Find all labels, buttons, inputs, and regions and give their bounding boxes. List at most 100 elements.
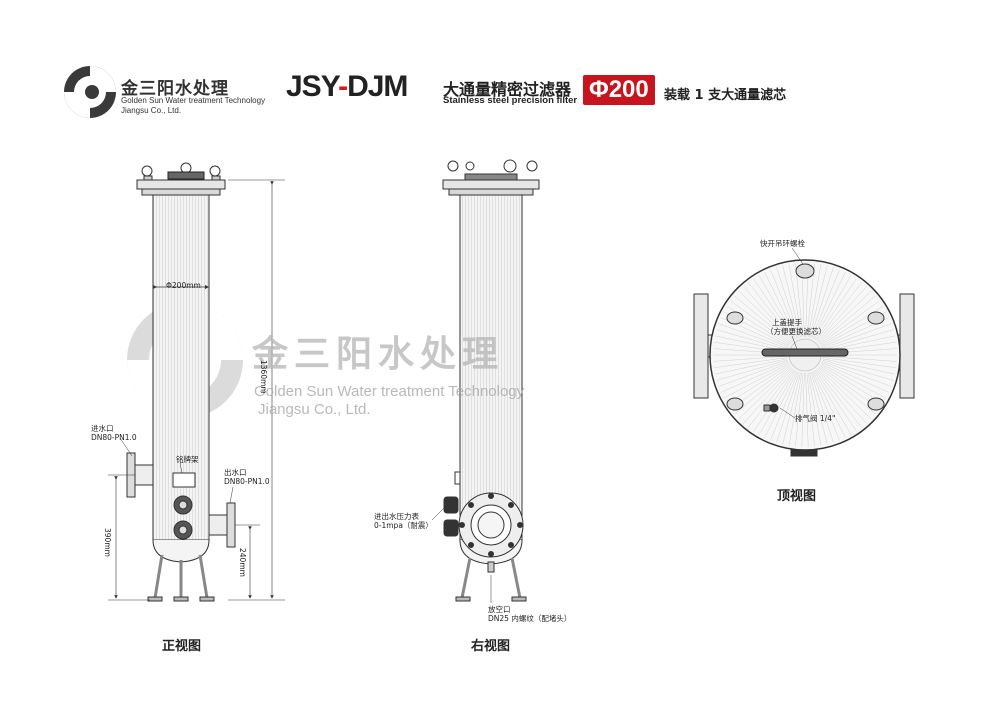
lid-spoke <box>782 372 801 445</box>
lid-spoke <box>809 372 828 445</box>
drain-label: 放空口 <box>488 605 511 614</box>
gauge-spec: 0-1mpa（耐震） <box>374 521 433 530</box>
drain-spec: DN25 内螺纹（配堵头） <box>488 614 572 623</box>
lid-spoke <box>815 282 862 341</box>
lid-spoke <box>730 300 791 345</box>
lid-spoke <box>820 364 884 404</box>
lid-spoke <box>738 367 793 420</box>
lid-spoke <box>806 263 815 338</box>
lid-spoke <box>713 357 788 369</box>
outlet-height-label: 240mm <box>238 548 247 577</box>
lid-spoke <box>820 363 887 399</box>
logo-name-en-2: Jiangsu Co., Ltd. <box>121 106 182 115</box>
lid-spoke <box>753 278 796 341</box>
lid-spoke <box>821 323 892 350</box>
lid-spoke <box>718 360 789 387</box>
lid-spoke <box>810 372 834 443</box>
model-part-2: DJM <box>347 70 408 103</box>
lid-spoke <box>738 290 793 343</box>
lid-spoke <box>770 269 799 339</box>
lid-spoke <box>817 367 872 420</box>
lid-spoke <box>782 265 801 338</box>
top-view-caption: 顶视图 <box>777 489 817 504</box>
lid-spoke <box>770 371 799 441</box>
nameplate-label: 铭牌架 <box>176 455 199 464</box>
lid-spoke <box>815 369 862 428</box>
product-name-en: Stainless steel precision filter <box>443 95 578 106</box>
lid-spoke <box>748 282 795 341</box>
lid-spoke <box>753 369 796 432</box>
lid-spoke <box>822 359 894 381</box>
lid-spoke <box>807 264 822 338</box>
lid-spoke <box>814 278 857 341</box>
outlet-spec: DN80-PN1.0 <box>224 477 270 486</box>
lid-spoke <box>817 290 872 343</box>
lid-spoke <box>818 366 876 415</box>
logo-mark-icon <box>64 66 116 118</box>
lid-spoke <box>818 295 876 344</box>
lid-spoke <box>811 269 840 339</box>
front-view-drawing <box>108 162 285 602</box>
inlet-height-label: 390mm <box>103 528 112 557</box>
right-view-caption: 右视图 <box>471 639 511 654</box>
lid-spoke <box>807 372 822 446</box>
lid-spoke <box>716 359 788 381</box>
lid-spoke <box>811 371 840 441</box>
lid-spoke <box>726 364 790 404</box>
lid-spoke <box>720 362 789 393</box>
lid-spoke <box>821 360 892 387</box>
lid-spoke <box>748 369 795 428</box>
lid-spoke <box>809 265 828 338</box>
gauge-label: 进出水压力表 <box>374 512 419 521</box>
lid-spoke <box>816 368 867 424</box>
lid-spoke <box>758 370 797 435</box>
product-name-cn: 大通量精密过滤器 <box>443 80 572 99</box>
lid-spoke <box>776 372 800 443</box>
lid-spoke <box>795 263 804 338</box>
watermark-cn: 金三阳水处理 <box>252 334 505 375</box>
lid-spoke <box>723 363 790 399</box>
lid-spoke <box>764 272 798 339</box>
outlet-label: 出水口 <box>224 468 247 477</box>
lid-spoke <box>758 275 797 340</box>
lid-spoke <box>812 371 846 438</box>
vent-label: 排气阀 1/4" <box>795 414 836 423</box>
lid-spoke <box>822 329 894 351</box>
lid-spoke <box>716 329 788 351</box>
inlet-spec: DN80-PN1.0 <box>91 433 137 442</box>
lid-spoke <box>822 356 897 362</box>
right-view-drawing <box>431 159 540 603</box>
lid-spoke <box>776 267 800 338</box>
watermark-en-1: Golden Sun Water treatment Technology <box>254 383 525 400</box>
lid-spoke <box>816 286 867 342</box>
lid-spoke <box>788 264 803 338</box>
lid-spoke <box>788 372 803 446</box>
lid-spoke <box>810 267 834 338</box>
lid-spoke <box>812 272 846 339</box>
bolt-label: 快开吊环螺栓 <box>760 239 805 248</box>
lid-spoke <box>743 286 794 342</box>
lid-spoke <box>819 300 880 345</box>
front-diameter-label: Φ200mm <box>166 281 201 290</box>
lid-spoke <box>718 323 789 350</box>
lid-spoke <box>764 371 798 438</box>
diameter-badge: Φ200 <box>583 75 655 105</box>
front-height-label: 1360mm <box>259 360 268 394</box>
lid-spoke <box>801 372 805 447</box>
handle-note: （方便更换滤芯） <box>766 327 826 336</box>
top-view-drawing <box>693 247 915 457</box>
lid-spoke <box>713 356 788 362</box>
lid-spoke <box>734 366 792 415</box>
watermark-en-2: Jiangsu Co., Ltd. <box>258 401 371 418</box>
lid-spoke <box>813 275 852 340</box>
model-number: JSY-DJM <box>286 70 408 104</box>
lid-spoke <box>814 369 857 432</box>
model-dash: - <box>338 70 348 103</box>
lid-spoke <box>743 368 794 424</box>
cartridge-note: 装载 1 支大通量滤芯 <box>664 88 787 103</box>
handle-label: 上盖提手 <box>772 318 802 327</box>
lid-spoke <box>813 370 852 435</box>
lid-spoke <box>734 295 792 344</box>
lid-spoke <box>806 372 815 447</box>
lid-spoke <box>821 362 890 393</box>
